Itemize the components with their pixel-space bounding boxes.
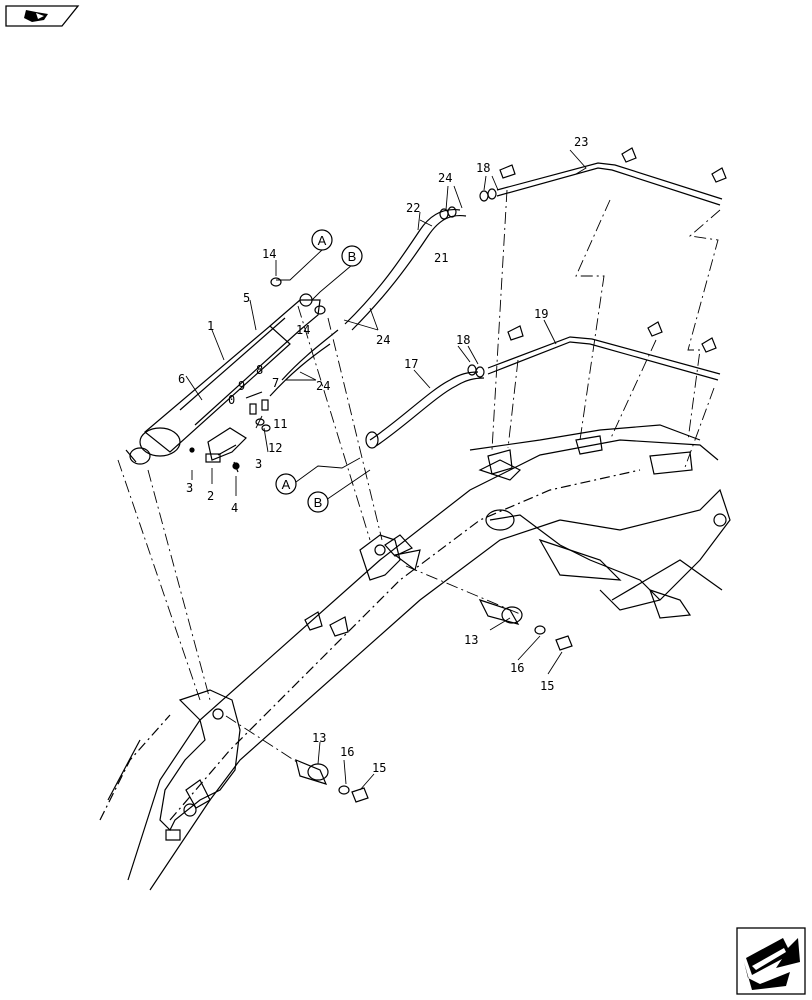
part-label-7: 7 <box>272 376 279 390</box>
part-label-11: 11 <box>273 417 287 431</box>
callout-a-top: A <box>311 229 333 251</box>
part-label-9: 9 <box>238 379 245 393</box>
part-label-6: 6 <box>178 372 185 386</box>
part-label-24: 24 <box>438 171 452 185</box>
part-labels: 1 2 3 3 4 5 6 7 8 9 0 11 12 13 13 14 14 … <box>178 135 588 775</box>
part-label-1: 1 <box>207 319 214 333</box>
part-label-5: 5 <box>243 291 250 305</box>
part-label-2: 2 <box>207 489 214 503</box>
part-label-21: 21 <box>434 251 448 265</box>
boom-cylinder <box>125 293 321 465</box>
part-label-12: 12 <box>268 441 282 455</box>
book-arrow-icon <box>24 10 48 22</box>
leader-lines <box>117 189 721 765</box>
part-label-13: 13 <box>312 731 326 745</box>
svg-text:A: A <box>318 233 327 248</box>
part-label-14: 14 <box>296 323 310 337</box>
part-label-24: 24 <box>376 333 390 347</box>
part-label-3: 3 <box>186 481 193 495</box>
part-label-14: 14 <box>262 247 276 261</box>
callout-a-bottom: A <box>275 473 297 495</box>
forward-button[interactable] <box>736 927 806 995</box>
svg-text:B: B <box>314 495 323 510</box>
pin-hardware <box>189 277 573 803</box>
boom-outline <box>99 424 731 891</box>
back-button[interactable] <box>5 5 80 27</box>
part-label-23: 23 <box>574 135 588 149</box>
part-label-22: 22 <box>406 201 420 215</box>
callout-lines <box>185 149 587 791</box>
part-label-24: 24 <box>316 379 330 393</box>
callout-b-bottom: B <box>307 491 329 513</box>
callout-b-top: B <box>341 245 363 267</box>
part-label-16: 16 <box>340 745 354 759</box>
svg-text:B: B <box>348 249 357 264</box>
boom-foot-hinge <box>159 689 241 841</box>
part-label-18: 18 <box>476 161 490 175</box>
part-label-10: 0 <box>228 393 235 407</box>
part-label-18: 18 <box>456 333 470 347</box>
part-label-16: 16 <box>510 661 524 675</box>
part-label-3: 3 <box>255 457 262 471</box>
part-label-4: 4 <box>231 501 238 515</box>
part-label-15: 15 <box>540 679 554 693</box>
part-label-8: 8 <box>256 363 263 377</box>
part-label-15: 15 <box>372 761 386 775</box>
part-label-17: 17 <box>404 357 418 371</box>
boom-head-hinge <box>359 534 421 581</box>
part-label-19: 19 <box>534 307 548 321</box>
page-forward-arrow-icon <box>744 938 800 990</box>
hydraulic-lines <box>245 147 727 475</box>
svg-text:A: A <box>282 477 291 492</box>
part-label-13: 13 <box>464 633 478 647</box>
